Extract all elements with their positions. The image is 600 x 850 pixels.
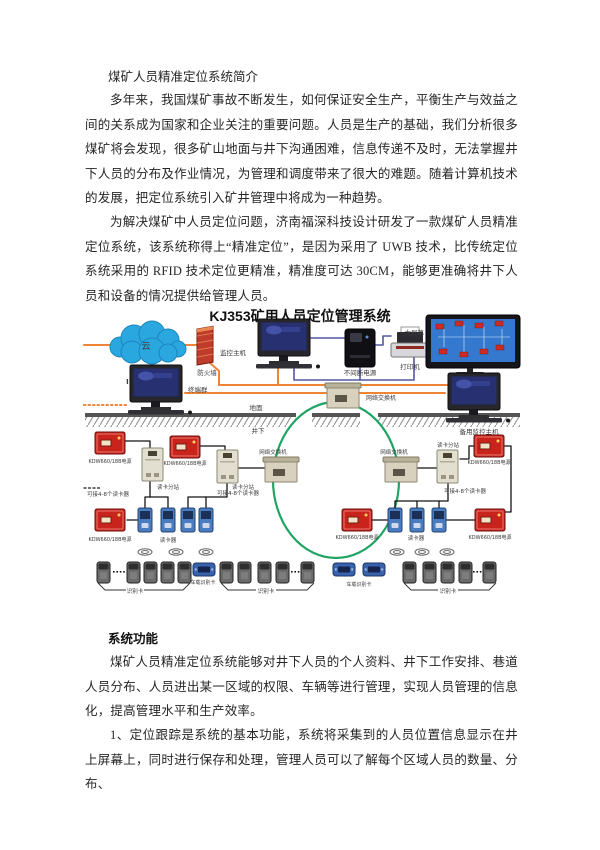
terminal-group-label: 终端群 bbox=[188, 385, 208, 394]
id-card bbox=[96, 561, 111, 584]
power-supply bbox=[94, 431, 126, 455]
card-substation bbox=[216, 449, 239, 484]
ups-icon bbox=[344, 328, 376, 368]
surface-label: 地面 bbox=[250, 403, 264, 412]
wireless-signal-icon bbox=[389, 548, 405, 556]
card-substation-label: 读卡分站 bbox=[232, 483, 255, 491]
power-supply bbox=[473, 434, 505, 458]
id-card bbox=[458, 561, 473, 584]
id-card bbox=[422, 561, 437, 584]
id-card bbox=[257, 561, 272, 584]
big-screen-label: 大屏幕 bbox=[405, 328, 425, 337]
section-title: 系统功能 bbox=[108, 632, 159, 646]
card-reader bbox=[198, 507, 214, 533]
group-bracket bbox=[97, 582, 191, 591]
ellipsis-dots bbox=[473, 571, 482, 573]
id-card-label: 识别卡 bbox=[440, 587, 457, 595]
printer-label: 打印机 bbox=[400, 362, 420, 371]
card-substation bbox=[141, 447, 164, 482]
vehicle-id-card bbox=[362, 562, 386, 577]
power-supply bbox=[94, 508, 126, 532]
paragraph-4: 1、定位跟踪是系统的基本功能，系统将采集到的人员位置信息显示在井上屏幕上，同时进… bbox=[85, 728, 518, 791]
wireless-signal-icon bbox=[439, 548, 455, 556]
id-card bbox=[143, 561, 158, 584]
card-reader-label: 读卡器 bbox=[160, 536, 177, 544]
wireless-signal-icon bbox=[137, 548, 153, 556]
id-card bbox=[482, 561, 497, 584]
id-card-label: 识别卡 bbox=[258, 587, 275, 595]
card-reader bbox=[431, 507, 447, 533]
monitor-host-computer bbox=[255, 318, 321, 369]
card-substation bbox=[436, 449, 459, 484]
card-reader bbox=[387, 507, 403, 533]
vehicle-id-card bbox=[192, 562, 216, 577]
vehicle-id-card-label: 车载识别卡 bbox=[190, 579, 215, 586]
backup-host-label: 备用监控主机 bbox=[460, 427, 500, 436]
power-supply-label: KDW660/18B电源 bbox=[467, 459, 510, 466]
ups-power-lines bbox=[293, 335, 415, 381]
terminal-group-computer bbox=[127, 364, 193, 415]
id-card bbox=[237, 561, 252, 584]
card-reader bbox=[180, 507, 196, 533]
network-switch-label: 网络交换机 bbox=[259, 448, 287, 456]
diagram-title: KJ353矿用人员定位管理系统 bbox=[209, 308, 391, 324]
ellipsis-dots bbox=[291, 571, 300, 573]
cloud-glyph: 云 bbox=[141, 342, 150, 352]
id-card bbox=[402, 561, 417, 584]
network-switch-label: 网络交换机 bbox=[380, 448, 408, 456]
id-card bbox=[160, 561, 175, 584]
firewall-icon bbox=[196, 325, 214, 366]
id-card bbox=[219, 561, 234, 584]
vehicle-id-card-label: 车载识别卡 bbox=[346, 581, 371, 588]
id-card bbox=[300, 561, 315, 584]
card-reader-label: 读卡器 bbox=[408, 534, 425, 542]
network-switch-underground-right bbox=[382, 456, 420, 483]
card-reader bbox=[409, 507, 425, 533]
power-supply bbox=[169, 435, 201, 459]
power-supply-label: KDW660/18B电源 bbox=[335, 534, 378, 541]
network-switch-surface bbox=[324, 382, 362, 409]
id-card bbox=[177, 561, 192, 584]
reader-capacity-note: 可接4-8个读卡器 bbox=[87, 490, 129, 498]
power-supply bbox=[474, 508, 506, 532]
firewall-label: 防火墙 bbox=[197, 368, 217, 377]
wireless-signal-icon bbox=[168, 548, 184, 556]
reader-capacity-note: 可接4-8个读卡器 bbox=[444, 487, 486, 495]
vehicle-id-card bbox=[332, 562, 356, 577]
id-card-label: 识别卡 bbox=[127, 587, 144, 595]
card-substation-label: 读卡分站 bbox=[437, 441, 460, 449]
group-bracket bbox=[220, 582, 315, 591]
power-supply-label: KDW660/18B电源 bbox=[88, 458, 131, 465]
monitor-host-label: 监控主机 bbox=[220, 348, 247, 357]
network-switch-underground-left bbox=[262, 456, 300, 483]
reader-capacity-note: 可接4-8个读卡器 bbox=[217, 489, 259, 497]
printer-icon bbox=[390, 326, 430, 358]
wireless-signal-icon bbox=[198, 548, 214, 556]
card-substation-label: 读卡分站 bbox=[157, 483, 180, 491]
paragraph-3: 煤矿人员精准定位系统能够对井下人员的个人资料、井下工作安排、巷道人员分布、人员进… bbox=[85, 655, 518, 718]
ellipsis-dots bbox=[113, 571, 125, 573]
network-switch-surface-label: 网络交换机 bbox=[366, 394, 396, 402]
card-reader bbox=[160, 507, 176, 533]
power-supply bbox=[341, 508, 373, 532]
underground-cables bbox=[83, 440, 512, 521]
id-card bbox=[440, 561, 455, 584]
id-card bbox=[275, 561, 290, 584]
document-title: 煤矿人员精准定位系统简介 bbox=[108, 70, 259, 84]
paragraph-2: 为解决煤矿中人员定位问题，济南福深科技设计研发了一款煤矿人员精准定位系统，该系统… bbox=[85, 215, 518, 303]
power-supply-label: KDW660/18B电源 bbox=[468, 534, 511, 541]
internet-cloud-icon: 云 bbox=[109, 320, 187, 365]
id-card bbox=[126, 561, 141, 584]
big-screen bbox=[425, 314, 521, 375]
group-bracket bbox=[403, 582, 497, 591]
wireless-signal-icon bbox=[414, 548, 430, 556]
card-reader bbox=[137, 507, 153, 533]
system-diagram: 地面 井下 云 Internet 防火墙 bbox=[83, 314, 521, 595]
power-supply-label: KDW660/18B电源 bbox=[163, 460, 206, 467]
ups-label: 不间断电源 bbox=[344, 368, 377, 377]
underground-label: 井下 bbox=[252, 426, 266, 435]
paragraph-1: 多年来，我国煤矿事故不断发生，如何保证安全生产，平衡生产与效益之间的关系成为国家… bbox=[85, 93, 518, 205]
power-supply-label: KDW660/18B电源 bbox=[88, 536, 131, 543]
